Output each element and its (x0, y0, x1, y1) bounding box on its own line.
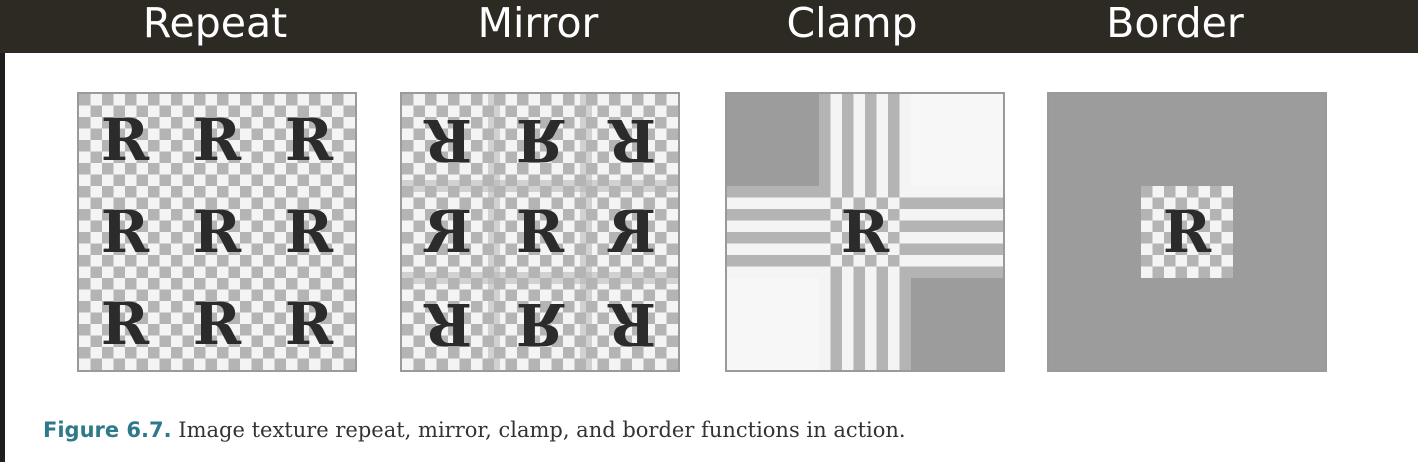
mirror-seam-bands (402, 94, 678, 370)
header-label-clamp: Clamp (786, 0, 918, 47)
figure-caption-text: Image texture repeat, mirror, clamp, and… (171, 418, 906, 442)
repeat-checkerboard (79, 94, 355, 370)
mirror-glyph-r2c1: R (516, 290, 565, 358)
figure-caption: Figure 6.7. Image texture repeat, mirror… (43, 418, 906, 448)
border-texture-tile: R (1047, 92, 1327, 372)
repeat-glyph-r1c2: R (285, 198, 334, 266)
clamp-texture-image: R (727, 94, 1003, 370)
mirror-glyph-r1c1: R (516, 198, 565, 266)
mirror-glyph-r0c0: R (423, 106, 472, 174)
repeat-glyph-r2c2: R (285, 290, 334, 358)
header-bar: Repeat Mirror Clamp Border (0, 0, 1418, 53)
border-glyph: R (1163, 198, 1212, 266)
figure-caption-label: Figure 6.7. (43, 418, 172, 442)
mirror-glyph-r0c2: R (607, 106, 656, 174)
clamp-center-checker (819, 186, 911, 278)
mirror-glyph-r2c2: R (607, 290, 656, 358)
mirror-glyph-r1c0: R (423, 198, 472, 266)
header-label-mirror: Mirror (477, 0, 599, 47)
mirror-glyph-r2c0: R (423, 290, 472, 358)
header-label-border: Border (1106, 0, 1244, 47)
mirror-glyph-r1c2: R (607, 198, 656, 266)
clamp-corner-quads (727, 94, 1003, 370)
left-rule (0, 53, 5, 462)
repeat-glyph-r1c1: R (193, 198, 242, 266)
repeat-glyph-r0c0: R (101, 106, 150, 174)
clamp-glyph: R (841, 198, 890, 266)
header-label-repeat: Repeat (142, 0, 288, 47)
repeat-glyph-r0c1: R (193, 106, 242, 174)
clamp-texture-tile: R (725, 92, 1005, 372)
border-center-checker (1141, 186, 1233, 278)
border-texture-image: R (1049, 94, 1325, 370)
repeat-glyph-r0c2: R (285, 106, 334, 174)
repeat-glyph-r2c1: R (193, 290, 242, 358)
repeat-glyph-r2c0: R (101, 290, 150, 358)
repeat-glyph-r1c0: R (101, 198, 150, 266)
clamp-edge-stripes (727, 94, 1003, 370)
mirror-glyph-r0c1: R (516, 106, 565, 174)
